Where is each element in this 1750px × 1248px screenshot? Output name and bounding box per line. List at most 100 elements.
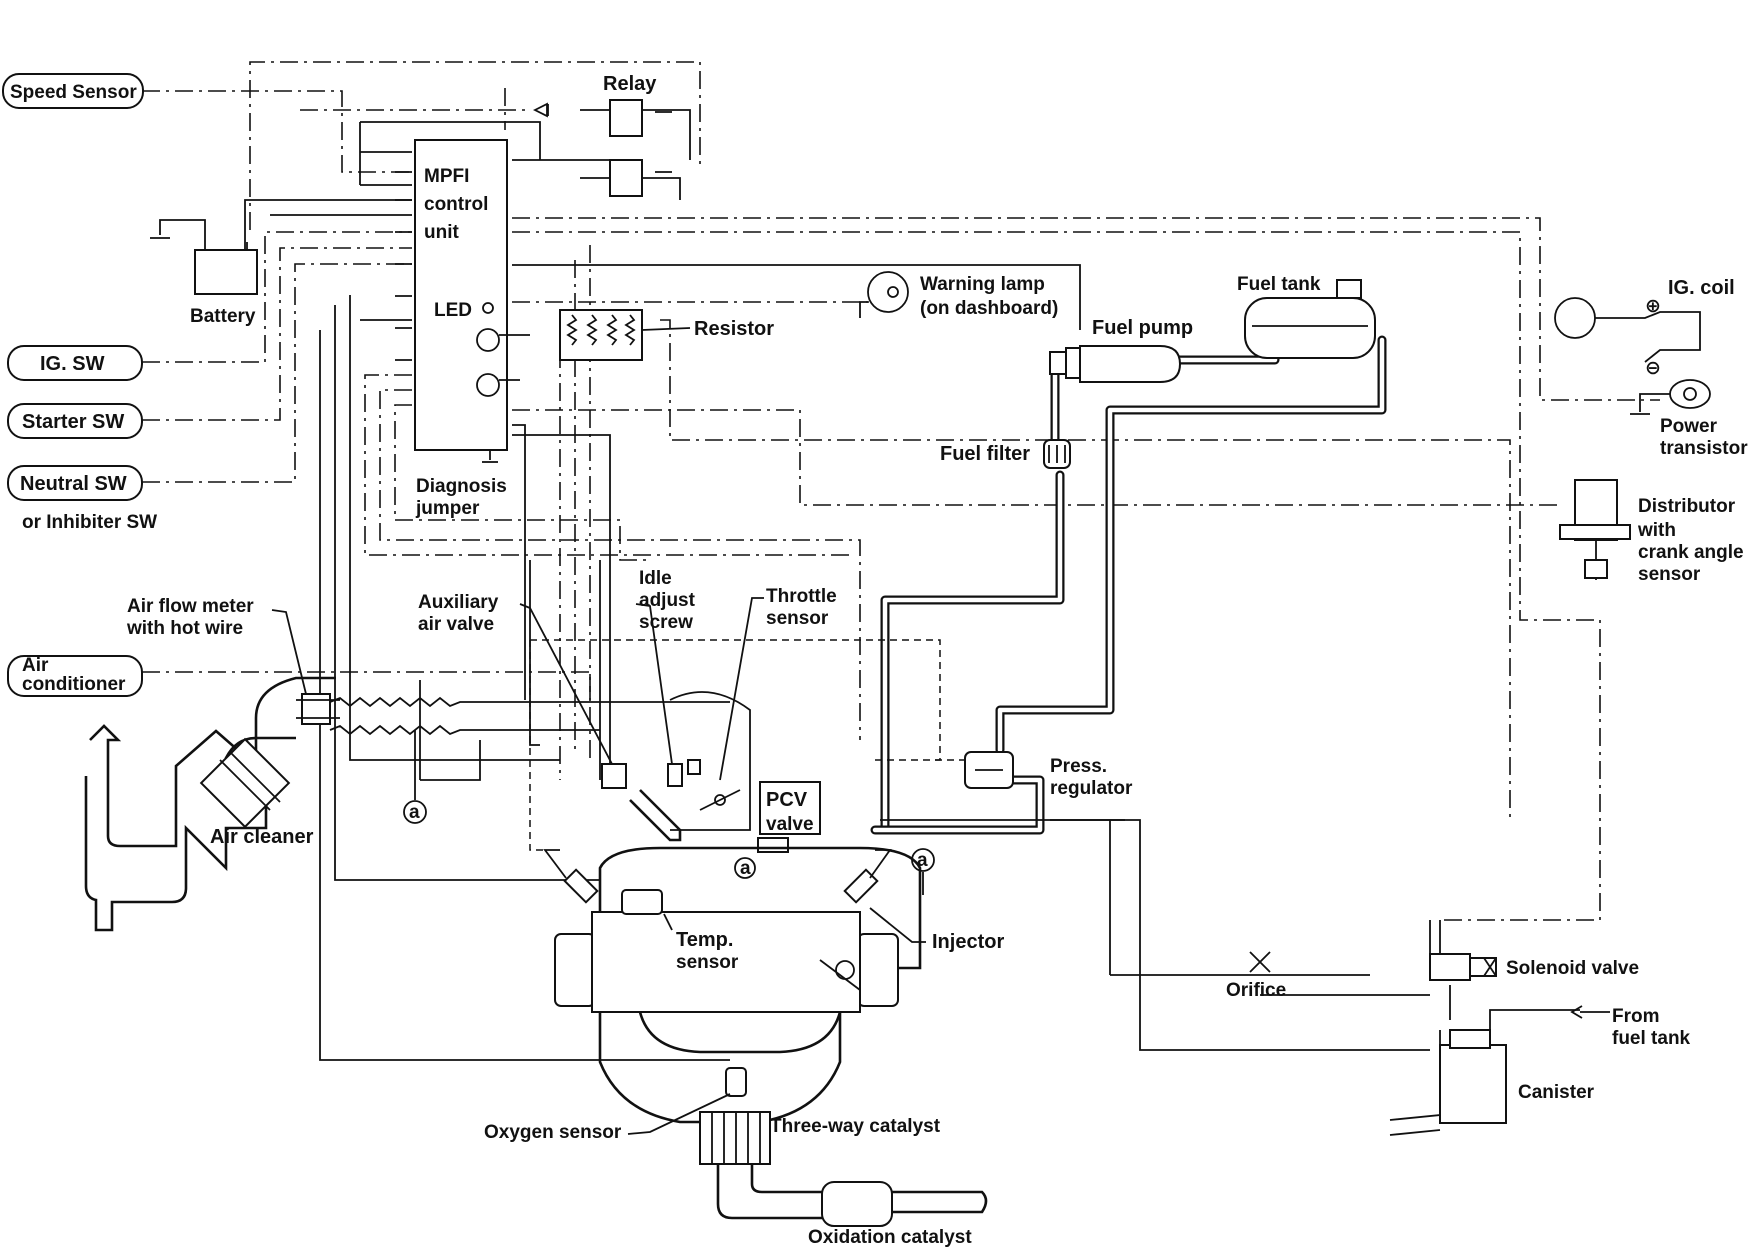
distributor-label-1: Distributor (1638, 496, 1736, 517)
air-flow-meter-label-2: with hot wire (126, 618, 243, 639)
mpfi-label: MPFI (424, 166, 469, 187)
pcv-valve-label-2: valve (766, 814, 814, 835)
fuel-pump-label: Fuel pump (1092, 317, 1193, 339)
fuel-tank-label: Fuel tank (1237, 274, 1321, 295)
injector-label: Injector (932, 931, 1004, 953)
fuel-filter: Fuel filter (940, 439, 1071, 469)
transistor-icon (476, 328, 500, 352)
exhaust: Oxygen sensor Three-way catalyst Oxidati… (484, 1067, 988, 1248)
mpfi-control-unit: MPFI control unit LED (395, 139, 530, 463)
battery: Battery (150, 219, 258, 327)
three-way-catalyst-label: Three-way catalyst (770, 1116, 941, 1137)
warning-lamp: Warning lamp (on dashboard) (859, 271, 1058, 319)
press-regulator-label-1: Press. (1050, 756, 1107, 777)
evap-system: Orifice Solenoid valve Canister From fue… (1226, 951, 1691, 1124)
power-transistor-icon (1669, 379, 1711, 409)
svg-text:⊖: ⊖ (1645, 358, 1661, 379)
air-flow-meter-body (301, 693, 331, 725)
power-transistor-label-1: Power (1660, 416, 1718, 437)
idle-adjust-label-3: screw (639, 612, 693, 633)
power-transistor-label-2: transistor (1660, 438, 1748, 459)
warning-lamp-label-2: (on dashboard) (920, 298, 1058, 319)
pressure-regulator: Press. regulator (935, 751, 1133, 799)
air-intake: Air cleaner Air flow meter with hot wire… (84, 596, 730, 932)
relay: Relay (532, 73, 672, 197)
neutral-sw-label: Neutral SW (20, 473, 127, 495)
press-regulator-label-2: regulator (1050, 778, 1133, 799)
pcv-valve-label-1: PCV (766, 789, 808, 811)
ig-coil-label: IG. coil (1668, 277, 1735, 299)
transistor-icon (476, 373, 500, 397)
relay-label: Relay (603, 73, 657, 95)
neutral-sw-box: Neutral SW or Inhibiter SW (7, 465, 157, 533)
air-conditioner-label-2: conditioner (22, 674, 126, 695)
speed-sensor-label: Speed Sensor (10, 82, 137, 103)
diode-icon (532, 102, 549, 118)
auxiliary-air-valve-label-1: Auxiliary (418, 592, 499, 613)
throttle-sensor-label-1: Throttle (766, 586, 837, 607)
svg-text:⊕: ⊕ (1645, 296, 1661, 317)
resistor: Resistor (559, 309, 774, 361)
diagnosis-jumper-label-1: Diagnosis (416, 476, 507, 497)
auxiliary-air-valve-label-2: air valve (418, 614, 494, 635)
auxiliary-air-valve-body (601, 763, 627, 789)
oxygen-sensor-label: Oxygen sensor (484, 1122, 622, 1143)
control-label: control (424, 194, 488, 215)
unit-label: unit (424, 222, 459, 243)
from-fuel-tank-label-1: From (1612, 1006, 1660, 1027)
ig-coil: IG. coil ⊕ ⊖ (1554, 277, 1735, 379)
fuel-tank: Fuel tank (1237, 274, 1376, 359)
marker-a-right: a (917, 850, 928, 871)
solenoid-valve-label: Solenoid valve (1506, 958, 1639, 979)
diagnosis-jumper: Diagnosis jumper (415, 476, 507, 519)
engine: a a Temp. sensor (554, 846, 935, 1124)
distributor: Distributor with crank angle sensor (1559, 479, 1744, 585)
pcv-valve-body (759, 781, 821, 835)
orifice-icon (1249, 951, 1271, 973)
diagnosis-jumper-label-2: jumper (415, 498, 480, 519)
inhibiter-sw-label: or Inhibiter SW (22, 512, 157, 533)
from-fuel-tank-label-2: fuel tank (1612, 1028, 1691, 1049)
signal-wiring (142, 61, 1660, 921)
idle-adjust-label-1: Idle (639, 568, 672, 589)
solenoid-valve-body (1429, 953, 1471, 981)
throttle-body: Auxiliary air valve Idle adjust screw Th… (418, 568, 941, 853)
air-cleaner-element (199, 737, 291, 829)
marker-a-intake: a (409, 802, 420, 823)
canister-label: Canister (1518, 1082, 1595, 1103)
air-conditioner-box: Air conditioner (7, 655, 143, 697)
starter-sw-label: Starter SW (22, 411, 124, 433)
temp-sensor-label-2: sensor (676, 952, 739, 973)
ig-sw-box: IG. SW (7, 345, 143, 381)
temp-sensor-icon (621, 889, 663, 915)
resistor-label: Resistor (694, 318, 774, 340)
canister-body (1439, 1044, 1507, 1124)
throttle-plate (699, 789, 741, 811)
idle-adjust-label-2: adjust (639, 590, 696, 611)
marker-a-engine: a (740, 858, 751, 879)
oxygen-sensor-icon (725, 1067, 747, 1097)
led-label: LED (434, 300, 472, 321)
air-flow-meter-label-1: Air flow meter (127, 596, 254, 617)
throttle-sensor-label-2: sensor (766, 608, 829, 629)
lamp-icon (867, 271, 909, 313)
distributor-label-4: sensor (1638, 564, 1701, 585)
idle-adjust-screw-body (667, 763, 683, 787)
distributor-label-2: with (1637, 520, 1676, 541)
distributor-label-3: crank angle (1638, 542, 1744, 563)
temp-sensor-label-1: Temp. (676, 929, 733, 951)
warning-lamp-label-1: Warning lamp (920, 274, 1045, 295)
fuel-pump: Fuel pump (1049, 317, 1193, 383)
injector-left-icon (563, 868, 599, 904)
oxidation-catalyst-body (821, 1181, 893, 1227)
fuel-lines (870, 325, 1387, 835)
battery-label: Battery (190, 306, 256, 327)
fuel-filter-label: Fuel filter (940, 443, 1030, 465)
starter-sw-box: Starter SW (7, 403, 143, 439)
power-wiring (244, 109, 1430, 1061)
orifice-label: Orifice (1226, 980, 1286, 1001)
oxidation-catalyst-label: Oxidation catalyst (808, 1227, 972, 1248)
power-transistor: Power transistor (1630, 379, 1748, 459)
